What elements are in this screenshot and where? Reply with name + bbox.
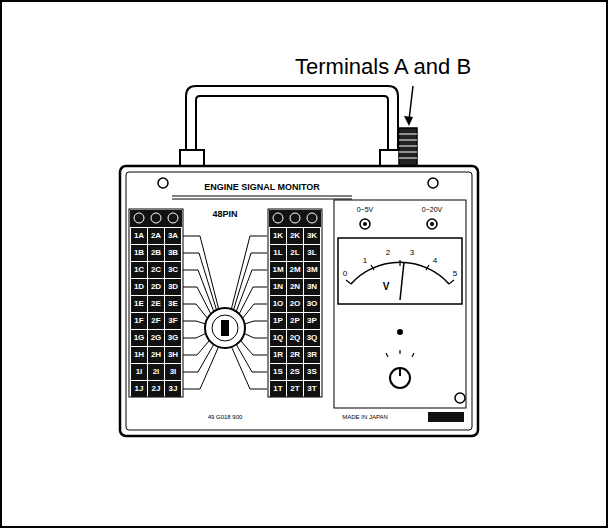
pin-label: 2T [287, 381, 303, 397]
pin-label: 1R [270, 347, 286, 363]
pin-label: 3B [165, 245, 181, 261]
pin-label: 1A [131, 228, 147, 244]
pin-label: 3N [304, 279, 320, 295]
range-label: 0~20V [421, 206, 443, 213]
pin-label: 1P [270, 313, 286, 329]
pin-label: 3T [304, 381, 320, 397]
pin-label: 2M [287, 262, 303, 278]
pin-label: 2J [148, 381, 164, 397]
scale-number: 3 [409, 249, 415, 257]
pin-label: 1T [270, 381, 286, 397]
pin-label: 3A [165, 228, 181, 244]
pin-label: 1Q [270, 330, 286, 346]
pin-label: 2F [148, 313, 164, 329]
pin-label: 2H [148, 347, 164, 363]
scale-number: 5 [452, 270, 458, 278]
pin-label: 3F [165, 313, 181, 329]
pin-label: 1J [131, 381, 147, 397]
pin-label: 3K [304, 228, 320, 244]
pin-label: 3S [304, 364, 320, 380]
pin-label: 3J [165, 381, 181, 397]
pin-label: 3G [165, 330, 181, 346]
pin-label: 2O [287, 296, 303, 312]
scale-number: 1 [362, 257, 368, 265]
pin-label: 3L [304, 245, 320, 261]
pin-label: 2I [148, 364, 164, 380]
callout-text: Terminals A and B [295, 56, 471, 78]
pin-label: 1F [131, 313, 147, 329]
pin-label: 1M [270, 262, 286, 278]
pin-label: 3P [304, 313, 320, 329]
pin-label: 2A [148, 228, 164, 244]
pin-label: 1E [131, 296, 147, 312]
pin-label: 1N [270, 279, 286, 295]
pin-label: 1C [131, 262, 147, 278]
scale-number: 4 [432, 257, 438, 265]
unit-label: V [382, 282, 391, 292]
pin-label: 1O [270, 296, 286, 312]
scale-number: 0 [342, 270, 348, 278]
part-number: 49 G018 900 [207, 414, 244, 420]
pin-label: 1G [131, 330, 147, 346]
pin-label: 1B [131, 245, 147, 261]
pin-label: 3C [165, 262, 181, 278]
pin-label: 3I [165, 364, 181, 380]
pin-label: 2E [148, 296, 164, 312]
range-label: 0~5V [356, 206, 375, 213]
pin-label: 1S [270, 364, 286, 380]
pin-label: 2R [287, 347, 303, 363]
pin-label: 3Q [304, 330, 320, 346]
pin-label: 2B [148, 245, 164, 261]
connector-name: 48PIN [211, 210, 238, 219]
pin-label: 1H [131, 347, 147, 363]
pin-label: 2K [287, 228, 303, 244]
pin-label: 2C [148, 262, 164, 278]
pin-label: 3R [304, 347, 320, 363]
pin-label: 2S [287, 364, 303, 380]
pin-label: 2D [148, 279, 164, 295]
pin-label: 1D [131, 279, 147, 295]
pin-label: 2Q [287, 330, 303, 346]
pin-label: 3E [165, 296, 181, 312]
pin-label: 1L [270, 245, 286, 261]
pin-label: 3H [165, 347, 181, 363]
pin-label: 2P [287, 313, 303, 329]
scale-number: 2 [385, 249, 391, 257]
pin-label: 1I [131, 364, 147, 380]
pin-label: 1K [270, 228, 286, 244]
pin-label: 3O [304, 296, 320, 312]
pin-label: 2G [148, 330, 164, 346]
pin-label: 2L [287, 245, 303, 261]
device-heading: ENGINE SIGNAL MONITOR [203, 183, 321, 192]
pin-label: 3M [304, 262, 320, 278]
origin-note: MADE IN JAPAN [341, 414, 389, 420]
pin-label: 2N [287, 279, 303, 295]
pin-label: 3D [165, 279, 181, 295]
